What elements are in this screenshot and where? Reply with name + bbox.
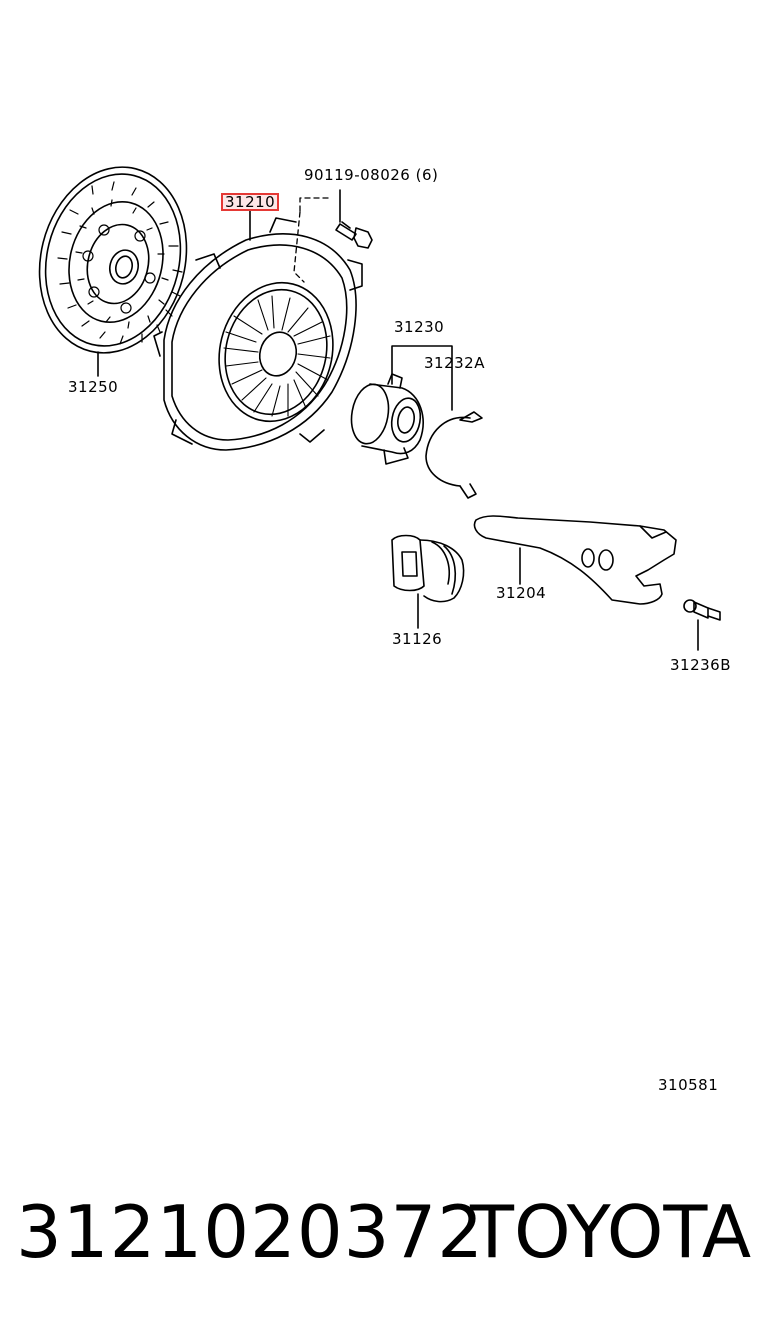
pivot-stud-drawing: [683, 599, 721, 651]
callout-fork: 31204: [496, 584, 547, 602]
callout-stud: 31236B: [670, 656, 732, 674]
figure-id: 310581: [658, 1076, 719, 1094]
part-number: 3121020372: [16, 1190, 485, 1274]
callout-bearing: 31230: [394, 318, 445, 336]
callout-boot: 31126: [392, 630, 443, 648]
callout-clip: 31232A: [424, 354, 485, 372]
clutch-disc-drawing: [38, 166, 188, 377]
clutch-cover-drawing: [153, 209, 363, 451]
retainer-clip-drawing: [425, 411, 483, 499]
callout-disc: 31250: [68, 378, 119, 396]
release-fork-drawing: [473, 515, 677, 605]
callout-bolt: 90119-08026 (6): [304, 166, 439, 184]
callout-cover-highlighted[interactable]: 31210: [221, 193, 280, 211]
bolt-drawing: [293, 189, 373, 283]
brand-name: TOYOTA: [470, 1190, 752, 1274]
release-bearing-drawing: [350, 345, 453, 465]
dust-boot-drawing: [391, 534, 465, 629]
